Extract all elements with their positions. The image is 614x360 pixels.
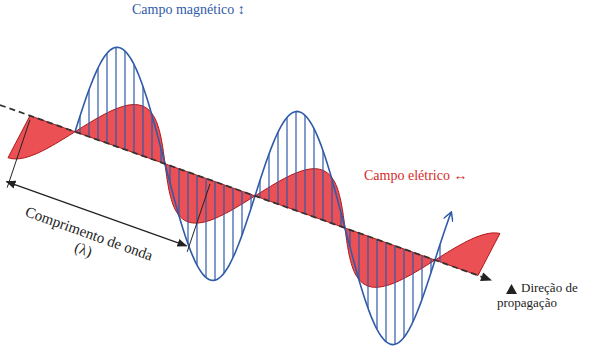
magnetic-field-wave (75, 47, 451, 344)
magnetic-field-hatch (80, 47, 440, 344)
axis-arrowhead (480, 273, 492, 282)
electric-field-wave (8, 105, 500, 288)
axis-label: Direção de propagação (497, 281, 593, 311)
triangle-symbol (506, 284, 517, 294)
dimension-label: Comprimento de onda (λ) (12, 201, 161, 283)
field-label: Campo magnético ↕ (130, 2, 247, 18)
field-label: Campo elétrico ↔ (362, 168, 469, 184)
